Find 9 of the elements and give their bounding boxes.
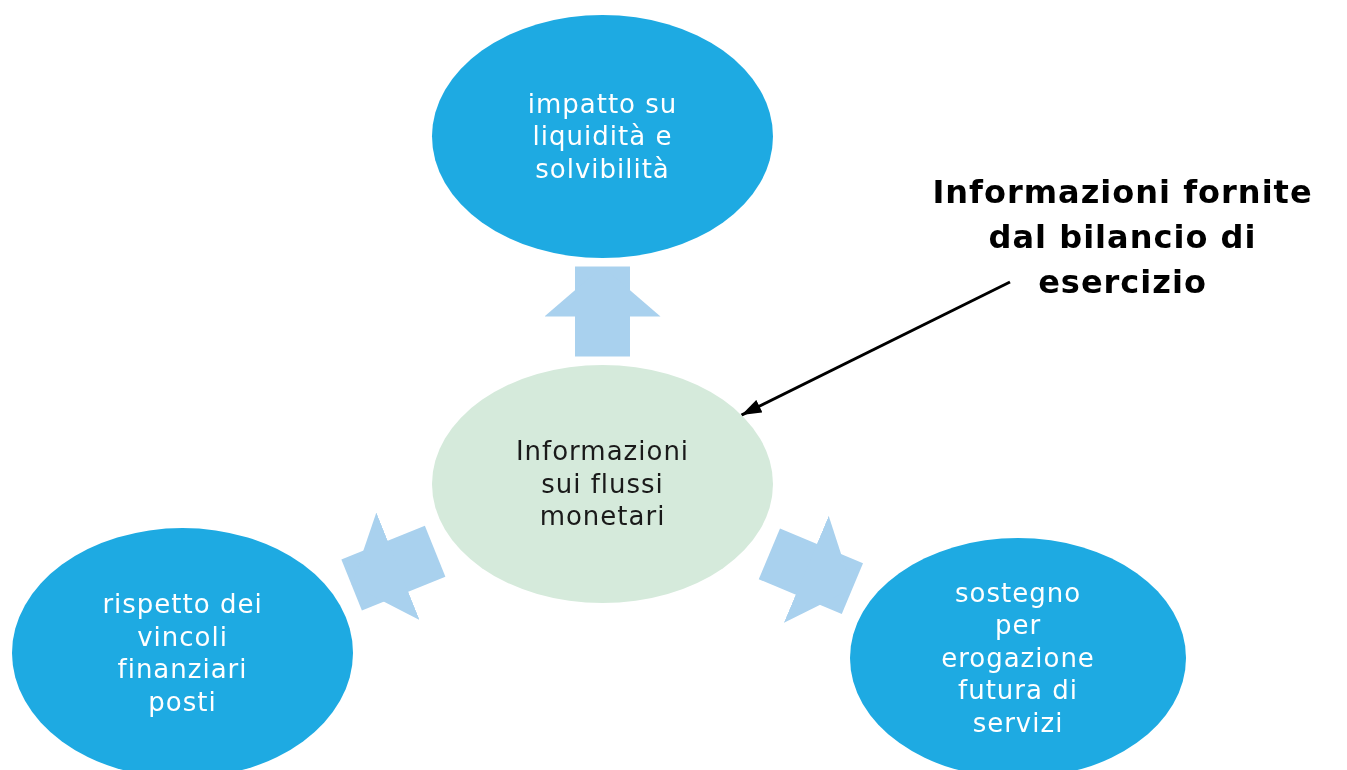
circle-label: impatto su liquidità e solvibilità: [526, 87, 679, 186]
circle-label: Informazioni sui flussi monetari: [514, 435, 691, 533]
arrow: [740, 280, 1011, 417]
block-arrow: [758, 515, 864, 623]
circle-label: sostegno per erogazione futura di servizi: [940, 576, 1096, 740]
callout-text: Informazioni fornite dal bilancio di esercizio: [931, 172, 1314, 303]
circle-label: rispetto dei vincoli finanziari posti: [101, 588, 264, 718]
block-arrow: [544, 266, 661, 357]
block-arrow: [341, 512, 446, 621]
